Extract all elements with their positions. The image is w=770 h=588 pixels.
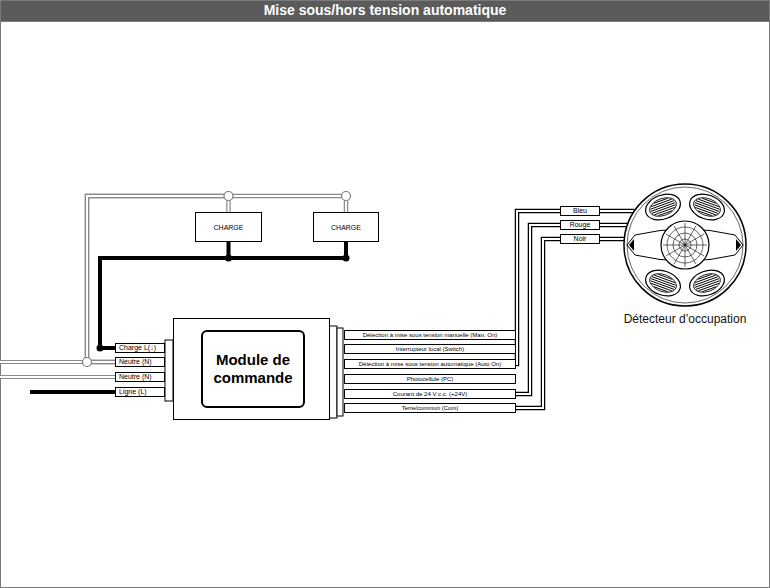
sensor-label: Détecteur d’occupation <box>624 312 747 326</box>
wire-tag: Bleu <box>560 206 600 216</box>
sensor-lens <box>686 266 728 301</box>
junction-dot <box>343 255 350 262</box>
wire-connector <box>516 211 560 364</box>
terminal-label: Détection à mise sous tension automatiqu… <box>359 360 501 368</box>
terminal-label: Charge L(↓) <box>119 344 156 352</box>
terminal-label: Détection à mise sous tension manuelle (… <box>363 331 498 339</box>
wire-connector <box>516 239 560 408</box>
terminal-label: Ligne (L) <box>119 388 147 396</box>
terminal-label: Neutre (N) <box>119 358 152 366</box>
load-box: CHARGE <box>195 212 262 242</box>
terminal-label: Neutre (N) <box>119 373 152 381</box>
junction-ring <box>224 192 233 201</box>
terminal-label: Courant de 24 V c.c. (+24V) <box>393 390 468 398</box>
terminal-label: Interrupteur local (Switch) <box>396 345 464 353</box>
terminal-label: Terre/commun (Com) <box>402 404 459 412</box>
terminal-tag: Détection à mise sous tension manuelle (… <box>344 330 516 340</box>
terminal-label: Photocellule (PC) <box>407 375 454 383</box>
load-box: CHARGE <box>313 212 379 242</box>
neutral-wire-core <box>0 376 115 378</box>
line-wire <box>30 390 115 394</box>
title-rule <box>0 21 770 22</box>
terminal-tag: Terre/commun (Com) <box>344 403 516 413</box>
terminal-tag: Détection à mise sous tension automatiqu… <box>344 359 516 369</box>
control-module: Module de commande <box>173 318 330 420</box>
sensor-housing <box>624 184 746 306</box>
junction-dot <box>97 345 104 352</box>
wire-tag: Noir <box>560 234 600 244</box>
wire-connector <box>600 225 627 226</box>
terminal-tag: Neutre (N) <box>115 372 165 382</box>
terminal-tag: Charge L(↓) <box>115 343 165 353</box>
junction-dot <box>225 255 232 262</box>
junction-ring <box>342 192 351 201</box>
terminal-tag: Interrupteur local (Switch) <box>344 344 516 354</box>
wire-connector <box>600 211 634 212</box>
terminal-tag: Ligne (L) <box>115 387 165 397</box>
occupancy-sensor: Détecteur d’occupation <box>623 183 747 307</box>
title-text: Mise sous/hors tension automatique <box>0 0 770 21</box>
sensor-drawing <box>623 183 747 307</box>
load-label: CHARGE <box>331 224 361 231</box>
supply-wires <box>0 362 115 392</box>
sensor-lens <box>686 190 728 225</box>
terminal-block <box>329 326 337 418</box>
junction-ring <box>83 358 92 367</box>
sensor-rim <box>627 187 743 303</box>
sensor-dome <box>661 221 709 269</box>
neutral-wire <box>0 375 115 379</box>
sensor-lens <box>642 266 684 301</box>
terminal-label: Noir <box>574 235 587 243</box>
terminal-tag: Photocellule (PC) <box>344 374 516 384</box>
terminal-tag: Courant de 24 V c.c. (+24V) <box>344 389 516 399</box>
wire-connector <box>516 225 560 394</box>
terminal-block <box>337 328 343 416</box>
title-band <box>0 0 770 21</box>
sensor-lens <box>642 190 684 225</box>
module-panel: Module de commande <box>201 330 305 408</box>
module-label: Module de commande <box>203 351 303 387</box>
terminal-label: Rouge <box>570 221 591 229</box>
terminal-block <box>165 340 173 401</box>
wire-connector <box>600 239 624 240</box>
load-label: CHARGE <box>214 224 244 231</box>
terminal-tag: Neutre (N) <box>115 357 165 367</box>
terminal-label: Bleu <box>573 207 587 215</box>
wire-tag: Rouge <box>560 220 600 230</box>
